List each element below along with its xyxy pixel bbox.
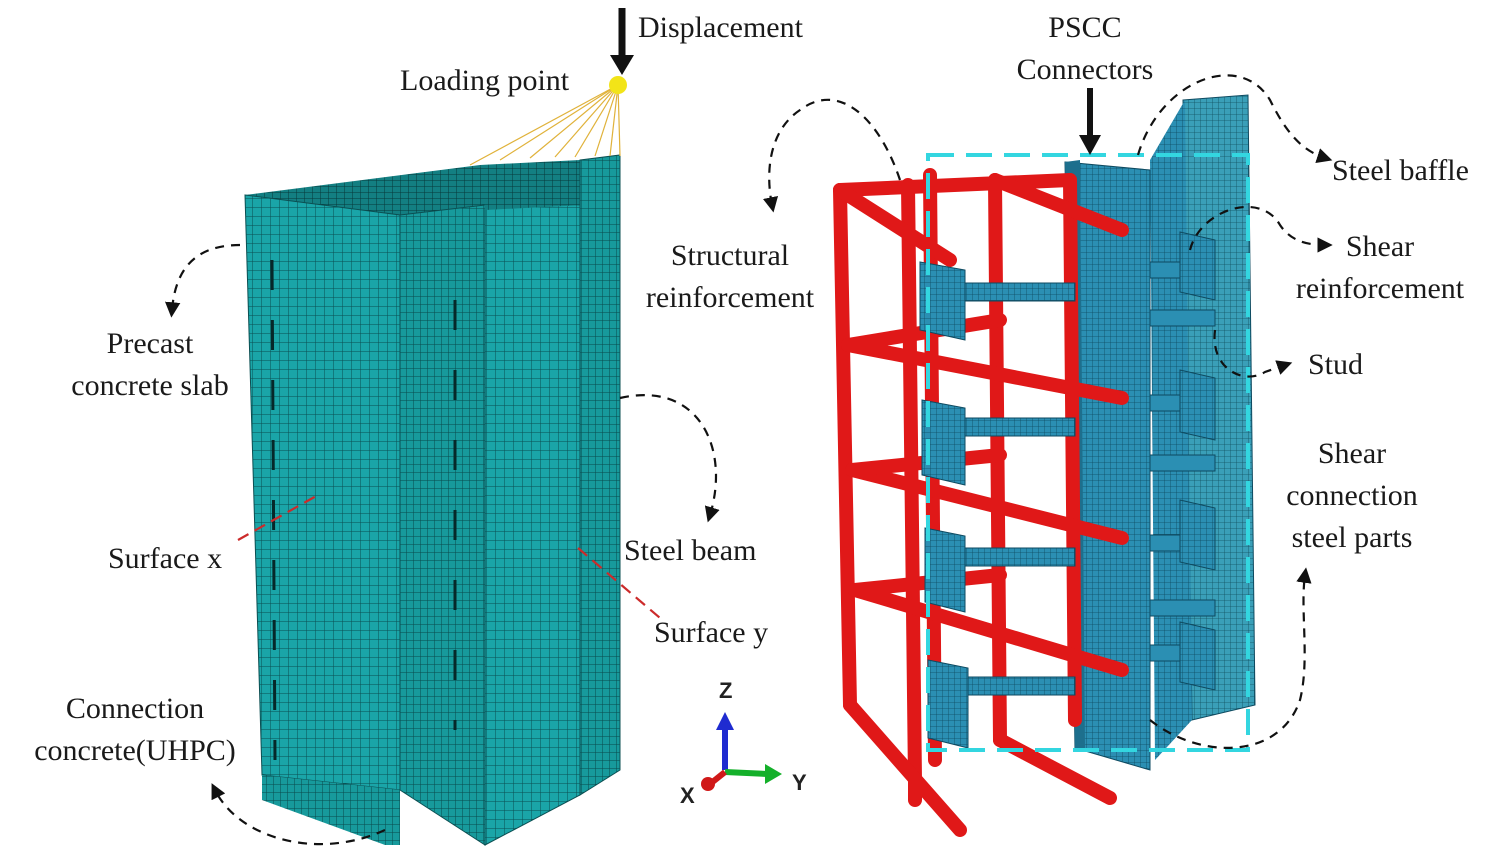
structural-reinforcement-pointer	[762, 98, 902, 213]
shear-reinforcement-line-2: reinforcement	[1295, 272, 1465, 305]
precast-slab-label: Precast concrete slab	[50, 323, 250, 407]
x-axis-label: X	[680, 783, 695, 808]
connection-concrete-line-2: concrete(UHPC)	[34, 734, 236, 767]
shear-connection-tees	[1179, 231, 1216, 691]
shear-reinforcement-label: Shear reinforcement	[1282, 226, 1478, 310]
precast-slab-line-1: Precast	[106, 327, 194, 360]
structural-reinforcement-line-2: reinforcement	[645, 281, 815, 314]
steel-beam-flange-front	[579, 154, 621, 796]
displacement-label: Displacement	[638, 11, 803, 44]
shear-connection-line-2: connection	[1286, 479, 1418, 512]
surface-x-label: Surface x	[108, 542, 223, 575]
steel-beam-web	[484, 204, 581, 846]
steel-beam-pointer	[619, 394, 720, 523]
connection-concrete-label: Connection concrete(UHPC)	[30, 688, 240, 772]
shear-reinforcement-line-1: Shear	[1345, 230, 1415, 263]
z-axis-label: Z	[719, 678, 733, 703]
steel-beam-label: Steel beam	[624, 534, 757, 567]
shear-connection-line-1: Shear	[1317, 437, 1387, 470]
steel-baffle-label: Steel baffle	[1332, 154, 1469, 187]
steel-baffle-pointer	[1136, 74, 1333, 163]
coordinate-triad	[701, 712, 782, 791]
precast-slab-line-2: concrete slab	[71, 369, 229, 402]
pscc-arrow-head	[1079, 135, 1101, 155]
right-pointer-arrows	[762, 74, 1333, 749]
connector-end-plates	[919, 261, 969, 749]
left-fe-model	[244, 8, 634, 846]
pscc-line-2: Connectors	[1016, 53, 1154, 86]
connection-concrete-line-1: Connection	[65, 692, 205, 725]
y-axis-label: Y	[792, 770, 807, 795]
surface-leaders	[237, 494, 661, 619]
uhpc-pointer	[211, 783, 386, 846]
right-fe-model	[833, 88, 1256, 837]
precast-slab-pointer	[164, 243, 241, 318]
pscc-label: PSCC Connectors	[1000, 7, 1170, 91]
displacement-arrow-head	[610, 55, 634, 75]
connection-concrete-body	[399, 204, 486, 846]
shear-connection-line-3: steel parts	[1291, 521, 1413, 554]
pscc-line-1: PSCC	[1048, 11, 1122, 44]
shear-connection-label: Shear connection steel parts	[1268, 433, 1436, 559]
uhpc-block	[262, 775, 400, 845]
loading-point-label: Loading point	[400, 64, 570, 97]
precast-slab-body	[244, 194, 401, 791]
structural-reinforcement-label: Structural reinforcement	[630, 235, 830, 319]
stud-pointer	[1213, 329, 1293, 378]
shear-studs	[1149, 261, 1216, 662]
loading-point-marker	[609, 76, 627, 94]
z-axis-head	[716, 712, 734, 730]
steel-beam-flange	[480, 160, 585, 210]
shear-connection-pointer	[1149, 567, 1312, 749]
surface-x-leader	[237, 494, 319, 541]
stud-label: Stud	[1308, 348, 1364, 381]
surface-y-label: Surface y	[654, 616, 769, 649]
shear-reinforcement-pointer	[1188, 205, 1333, 253]
y-axis-head	[765, 764, 782, 784]
pscc-connector-box	[926, 153, 1250, 752]
left-pointer-arrows	[164, 243, 720, 846]
slab-seam	[270, 259, 277, 761]
structural-reinforcement-line-1: Structural	[670, 239, 790, 272]
loading-fan-lines	[469, 84, 621, 166]
y-axis-line	[724, 769, 769, 777]
x-axis-head	[701, 777, 715, 791]
